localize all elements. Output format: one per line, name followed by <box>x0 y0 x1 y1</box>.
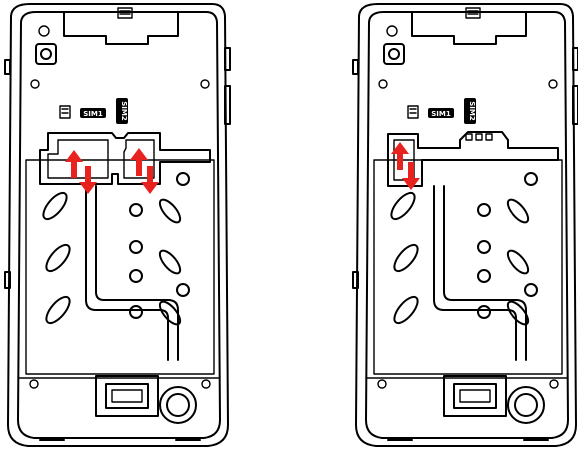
svg-text:SIM2: SIM2 <box>468 101 476 121</box>
sim1-label-right: SIM1 <box>428 108 454 118</box>
insert-arrow-sim1-left <box>65 150 83 178</box>
svg-text:SIM1: SIM1 <box>83 110 103 118</box>
phone-back-left: SIM1 SIM2 <box>5 4 230 446</box>
remove-arrow-sim2-left <box>141 166 159 194</box>
sim2-label-left: SIM2 <box>116 98 128 124</box>
remove-arrow-sim1-left <box>79 166 97 194</box>
sim2-label-right: SIM2 <box>464 98 476 124</box>
svg-text:SIM2: SIM2 <box>120 101 128 121</box>
sim1-label-left: SIM1 <box>80 108 106 118</box>
phone-back-right: SIM1 SIM2 <box>353 4 578 446</box>
insert-arrow-sim2-left <box>130 148 148 176</box>
svg-text:SIM1: SIM1 <box>431 110 451 118</box>
